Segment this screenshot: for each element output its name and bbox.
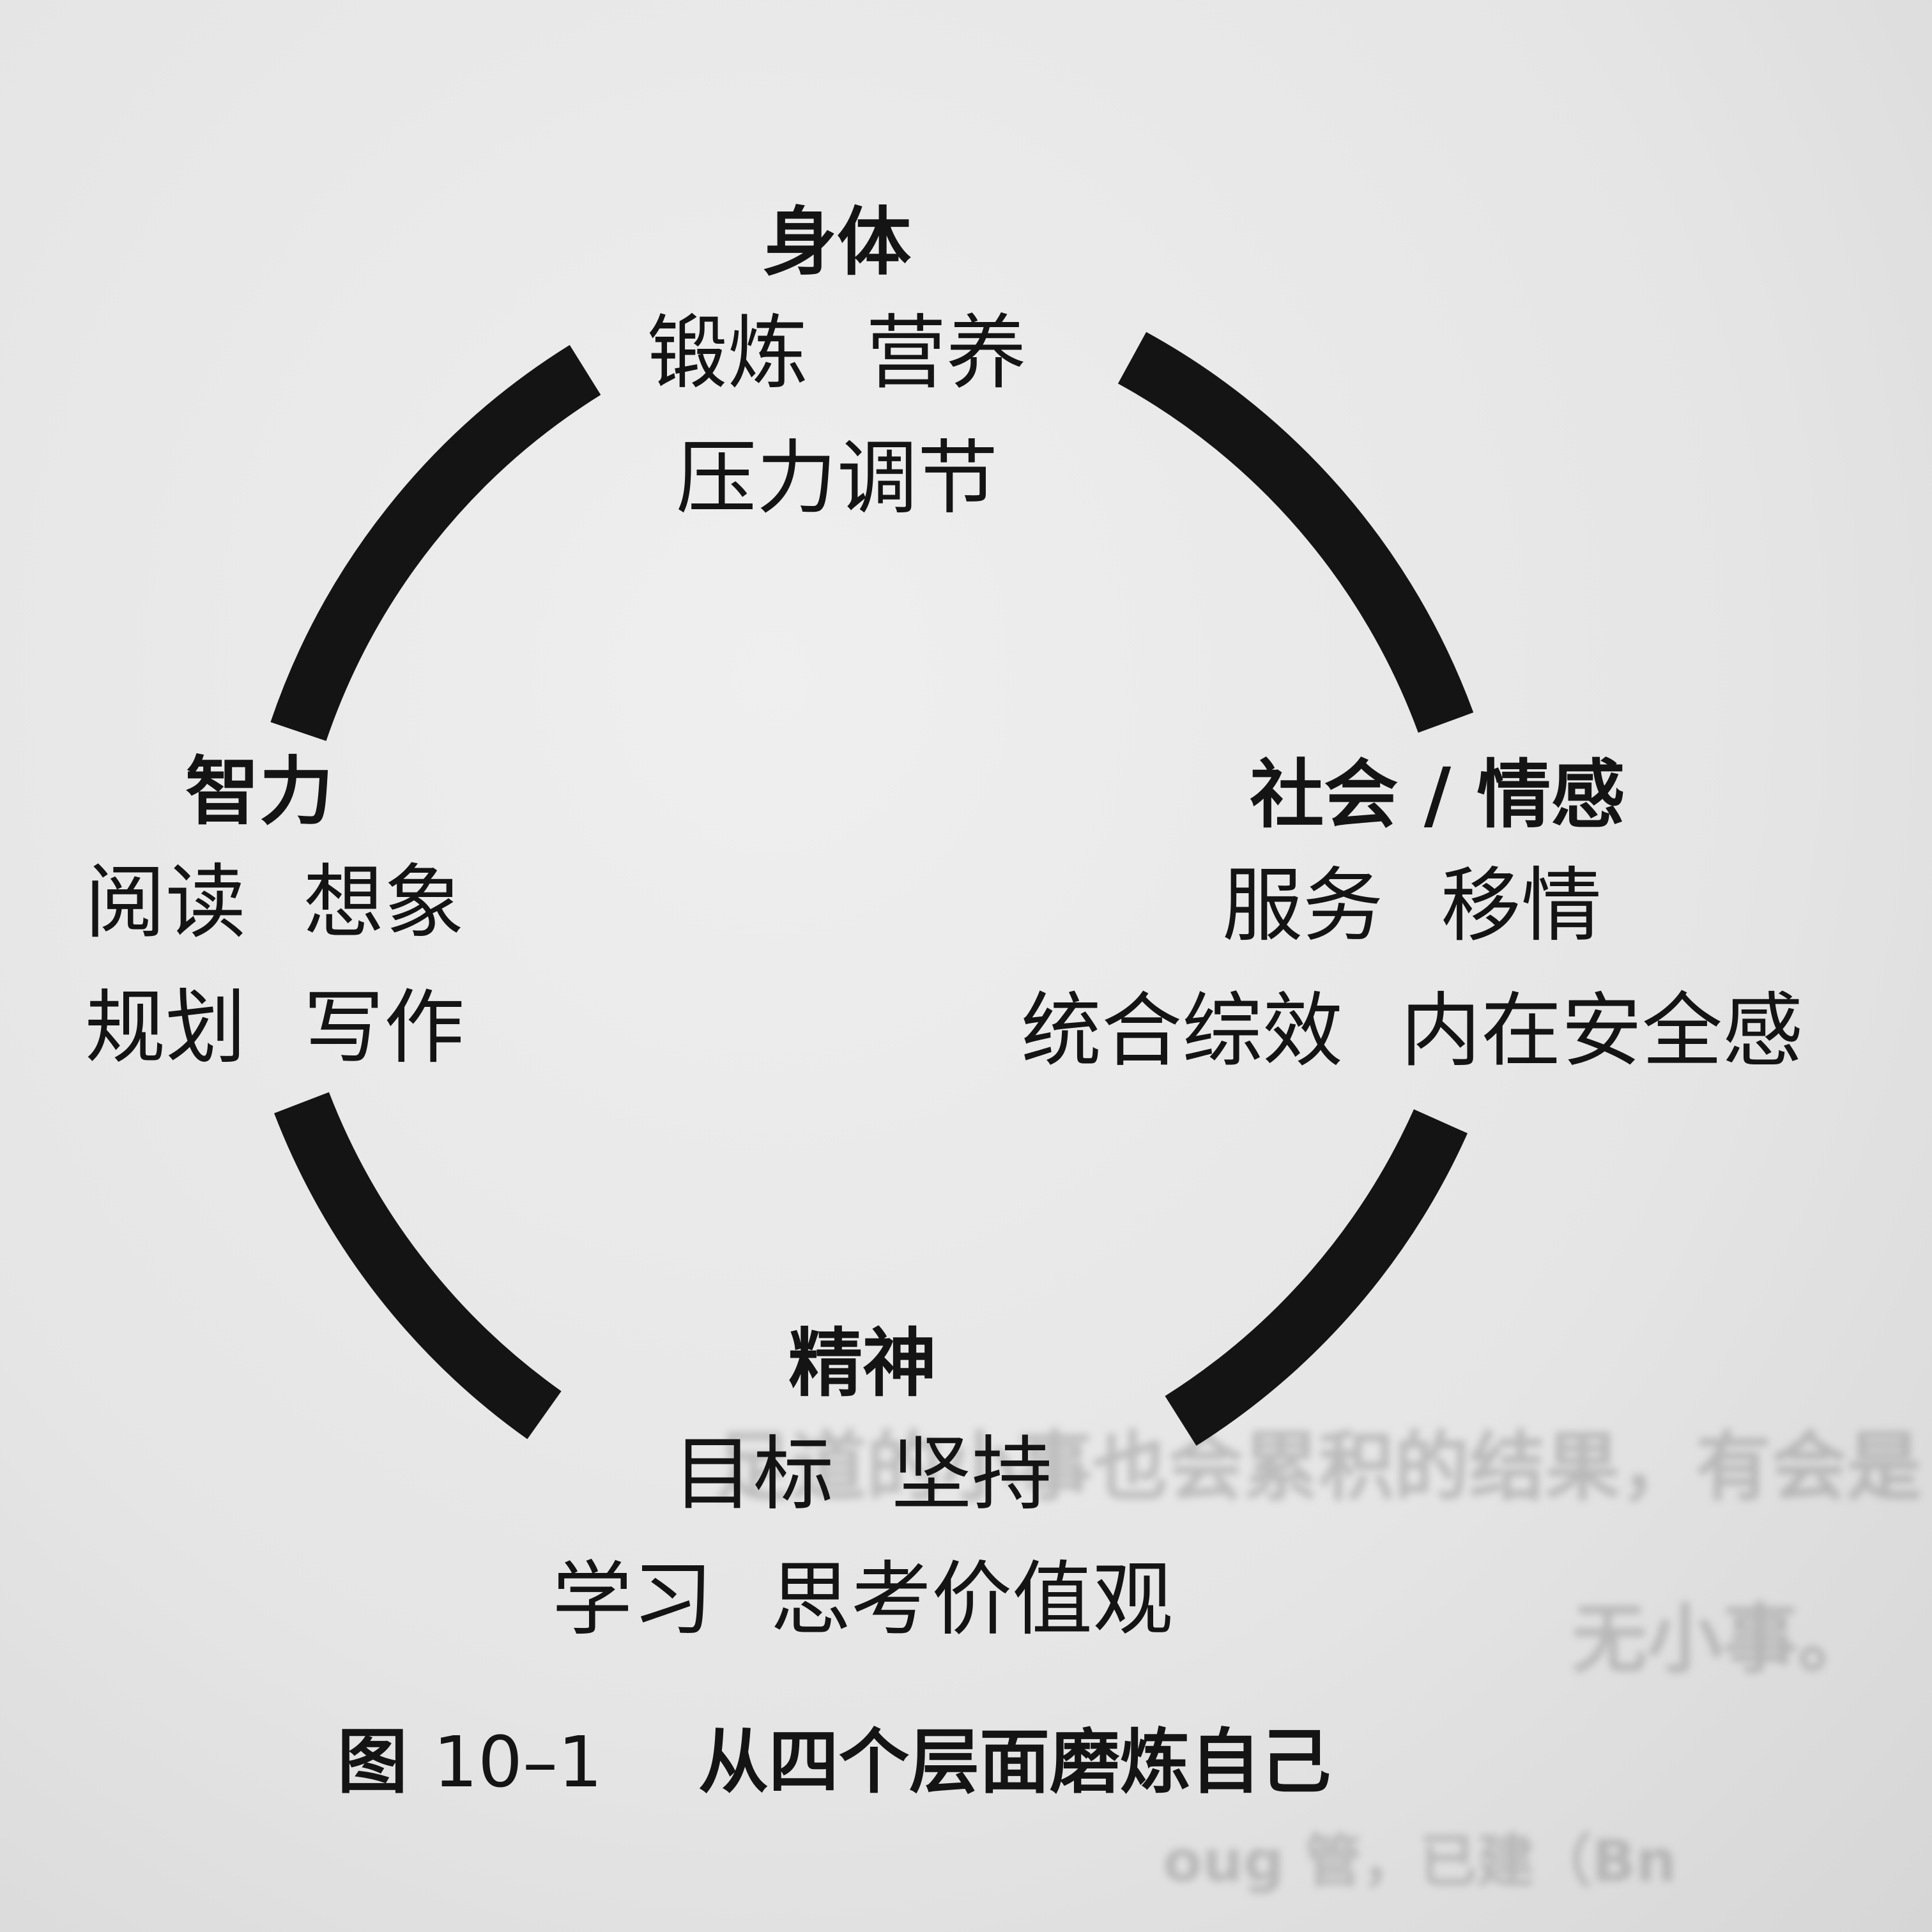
caption-number: 10–1 xyxy=(433,1721,602,1803)
group-spiritual-title: 精神 xyxy=(788,1321,937,1407)
bleed-through-line-3: oug 管，已建（Bn xyxy=(1163,1828,1677,1895)
group-social-emotional-line-2: 统合综效内在安全感 xyxy=(958,969,1866,1094)
group-spiritual: 精神 目标坚持 学习思考价值观 xyxy=(498,1316,1227,1662)
group-intellect-line-1: 阅读想象 xyxy=(64,840,486,965)
group-intellect-title: 智力 xyxy=(185,749,334,835)
item-study: 学习 xyxy=(552,1552,713,1646)
group-spiritual-line-2: 学习思考价值观 xyxy=(498,1537,1227,1662)
item-persistence: 坚持 xyxy=(891,1427,1052,1521)
item-nutrition: 营养 xyxy=(866,306,1027,400)
item-service: 服务 xyxy=(1222,859,1383,953)
bleed-through-line-1: 足道的小事也会累积的结果，有会是 xyxy=(716,1423,1922,1511)
item-imagination: 想象 xyxy=(303,855,464,949)
caption-label: 图 xyxy=(337,1721,408,1803)
item-goals: 目标 xyxy=(673,1427,834,1521)
group-social-emotional-line-1: 服务移情 xyxy=(958,843,1866,969)
group-intellect-line-2: 规划写作 xyxy=(64,965,486,1091)
arc-top-left xyxy=(270,344,601,741)
caption-text: 从四个层面磨炼自己 xyxy=(698,1721,1331,1803)
group-body-title: 身体 xyxy=(763,199,911,286)
group-body-line-2: 压力调节 xyxy=(613,416,1061,541)
item-exercise: 锻炼 xyxy=(647,306,808,400)
bleed-through-line-2: 无小事。 xyxy=(1572,1595,1874,1683)
group-social-emotional-title: 社会 / 情感 xyxy=(1250,752,1625,838)
item-synergy: 统合综效 xyxy=(1021,984,1343,1078)
item-intrinsic-security: 内在安全感 xyxy=(1400,984,1803,1078)
item-empathy: 移情 xyxy=(1441,859,1602,953)
item-reading: 阅读 xyxy=(85,855,246,949)
item-stress-management: 压力调节 xyxy=(676,431,998,525)
arc-bottom-left xyxy=(274,1092,562,1439)
arc-bottom-right xyxy=(1165,1109,1468,1446)
group-spiritual-line-1: 目标坚持 xyxy=(498,1412,1227,1537)
group-social-emotional: 社会 / 情感 服务移情 统合综效内在安全感 xyxy=(958,747,1866,1094)
arc-top-right xyxy=(1117,332,1474,733)
group-intellect: 智力 阅读想象 规划写作 xyxy=(64,744,486,1091)
item-reflect-values: 思考价值观 xyxy=(770,1552,1173,1646)
group-body: 身体 锻炼营养 压力调节 xyxy=(613,195,1061,541)
figure-caption: 图 10–1 从四个层面磨炼自己 xyxy=(337,1717,1331,1807)
item-writing: 写作 xyxy=(303,981,464,1075)
item-planning: 规划 xyxy=(85,981,246,1075)
group-body-line-1: 锻炼营养 xyxy=(613,291,1061,416)
